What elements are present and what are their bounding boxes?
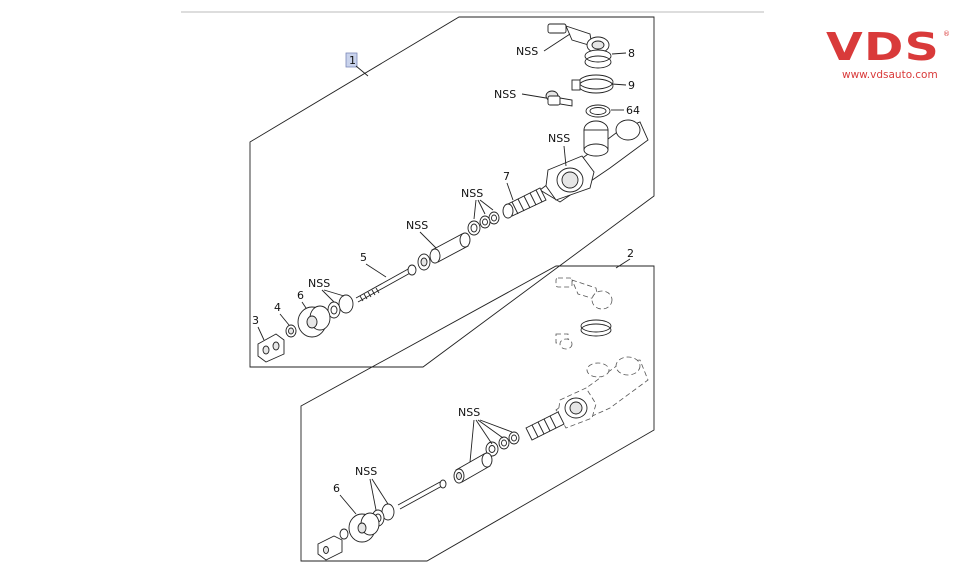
boot-6-2[interactable] xyxy=(348,512,380,543)
push-rod-5[interactable] xyxy=(355,264,417,303)
clamp-2[interactable] xyxy=(580,319,612,333)
label-nss-4[interactable]: NSS xyxy=(461,187,483,200)
label-nss-7[interactable]: NSS xyxy=(458,406,480,419)
o-ring-64[interactable] xyxy=(585,104,611,118)
clamp-9[interactable] xyxy=(571,74,614,94)
push-rod-2[interactable] xyxy=(397,479,447,510)
label-6[interactable]: 6 xyxy=(297,289,304,302)
nut-4[interactable] xyxy=(285,324,297,338)
label-6b[interactable]: 6 xyxy=(333,482,340,495)
ring-a[interactable] xyxy=(488,211,500,225)
dust-boot-7[interactable] xyxy=(502,187,547,219)
ring-2a[interactable] xyxy=(508,431,520,445)
ring-b[interactable] xyxy=(479,215,491,229)
label-nss-1[interactable]: NSS xyxy=(516,45,538,58)
snap-ring[interactable] xyxy=(327,294,354,319)
label-nss-5[interactable]: NSS xyxy=(406,219,428,232)
clevis-3[interactable] xyxy=(257,333,285,363)
label-5[interactable]: 5 xyxy=(360,251,367,264)
label-nss-8[interactable]: NSS xyxy=(355,465,377,478)
svg-text:VDS: VDS xyxy=(826,25,940,69)
label-7[interactable]: 7 xyxy=(503,170,510,183)
clevis-2[interactable] xyxy=(317,535,343,561)
ring-2b[interactable] xyxy=(498,436,510,450)
label-4[interactable]: 4 xyxy=(274,301,281,314)
cylinder-body[interactable] xyxy=(539,119,649,203)
label-8[interactable]: 8 xyxy=(628,47,635,60)
assembly-1-frame xyxy=(249,16,655,368)
label-nss-3[interactable]: NSS xyxy=(548,132,570,145)
label-nss-6[interactable]: NSS xyxy=(308,277,330,290)
piston-2[interactable] xyxy=(453,452,493,484)
nut-2[interactable] xyxy=(339,528,349,540)
assembly-2-frame xyxy=(300,265,655,562)
vds-logo: VDS ® xyxy=(826,25,950,69)
label-64[interactable]: 64 xyxy=(626,104,640,117)
cylinder-body-ghost xyxy=(555,356,649,429)
ring-c[interactable] xyxy=(467,220,481,236)
assembly-2-callout[interactable]: 2 xyxy=(627,247,634,260)
piston[interactable] xyxy=(417,232,471,271)
svg-text:®: ® xyxy=(943,30,950,38)
ring-2c[interactable] xyxy=(485,441,499,457)
label-nss-2[interactable]: NSS xyxy=(494,88,516,101)
bleeder-screw[interactable] xyxy=(545,90,573,107)
label-9[interactable]: 9 xyxy=(628,79,635,92)
label-3[interactable]: 3 xyxy=(252,314,259,327)
boot-6[interactable] xyxy=(297,305,331,338)
banjo-fitting[interactable] xyxy=(547,23,610,54)
dust-boot-2[interactable] xyxy=(525,411,565,441)
banjo-fitting-ghost xyxy=(555,277,613,310)
assembly-1-callout-box[interactable] xyxy=(345,52,358,68)
assembly-1-callout[interactable]: 1 xyxy=(349,54,356,67)
bleeder-ghost xyxy=(555,333,573,350)
brand-website[interactable]: www.vdsauto.com xyxy=(842,69,938,81)
